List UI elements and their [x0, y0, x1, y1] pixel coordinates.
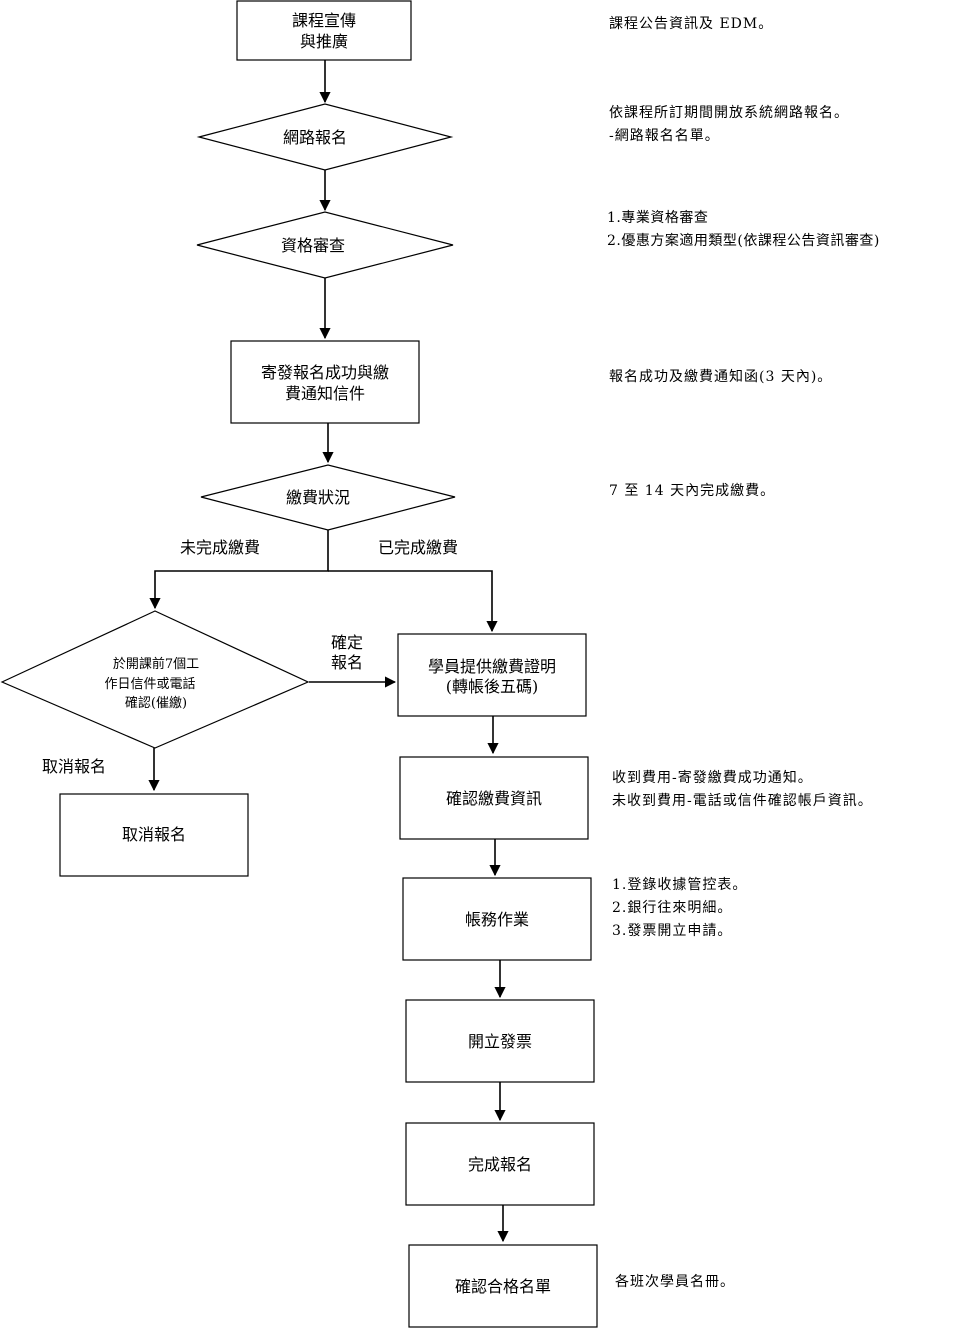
node-accounting: 帳務作業 — [402, 877, 592, 961]
node-qualify-label: 資格審查 — [281, 236, 345, 255]
note-pay-status-line-1: 7 至 14 天內完成繳費。 — [609, 483, 776, 499]
note-pay-status: 7 至 14 天內完成繳費。 — [609, 480, 775, 503]
node-remind-line-2: 作日信件或電話 — [104, 676, 195, 692]
note-confirm-pay-line-1: 收到費用-寄發繳費成功通知。 — [612, 770, 813, 786]
node-promo-line-2: 與推廣 — [300, 32, 348, 51]
node-proof-line-1: 學員提供繳費證明 — [428, 657, 556, 676]
note-accounting-line-1: 1.登錄收據管控表。 — [612, 877, 748, 893]
note-send-notice: 報名成功及繳費通知函(3 天內)。 — [609, 366, 832, 389]
note-promo-line-1: 課程公告資訊及 EDM。 — [609, 16, 774, 32]
node-pay-status-label: 繳費狀況 — [286, 488, 350, 507]
node-invoice-label: 開立發票 — [468, 1032, 532, 1051]
edge-pay-status-to-proof — [328, 570, 498, 633]
node-qualified-list-label: 確認合格名單 — [455, 1277, 551, 1296]
note-qualified-list-line-1: 各班次學員名冊。 — [615, 1274, 735, 1290]
edge-pay-status-to-remind — [149, 530, 329, 610]
node-proof-line-2: (轉帳後五碼) — [446, 677, 539, 696]
note-qualified-list: 各班次學員名冊。 — [615, 1271, 735, 1294]
note-qualify-line-2: 2.優惠方案適用類型(依課程公告資訊審查) — [607, 233, 880, 249]
node-confirm-pay-label: 確認繳費資訊 — [446, 789, 542, 808]
node-promo-line-1: 課程宣傳 — [292, 11, 356, 30]
edge-labels: 未完成繳費 已完成繳費 確定 報名 取消報名 — [42, 538, 458, 776]
node-accounting-label: 帳務作業 — [465, 910, 529, 929]
node-online-reg: 網路報名 — [196, 103, 454, 171]
node-cancel: 取消報名 — [59, 793, 249, 877]
note-accounting-line-2: 2.銀行往來明細。 — [612, 900, 733, 916]
edge-label-cancel-reg: 取消報名 — [42, 757, 106, 776]
note-accounting: 1.登錄收據管控表。 2.銀行往來明細。 3.發票開立申請。 — [612, 874, 747, 943]
node-remind: 於開課前7個工 作日信件或電話 確認(催繳) — [0, 610, 310, 749]
node-invoice: 開立發票 — [405, 999, 595, 1083]
node-confirm-pay: 確認繳費資訊 — [399, 756, 589, 840]
node-online-reg-label: 網路報名 — [283, 128, 347, 147]
note-accounting-line-3: 3.發票開立申請。 — [612, 923, 733, 939]
node-qualified-list: 確認合格名單 — [408, 1244, 598, 1328]
node-pay-status: 繳費狀況 — [200, 464, 456, 531]
edge-label-unpaid: 未完成繳費 — [180, 538, 260, 557]
node-remind-line-3: 確認(催繳) — [125, 695, 187, 711]
note-send-notice-line-1: 報名成功及繳費通知函(3 天內)。 — [609, 369, 833, 385]
node-send-notice-line-2: 費通知信件 — [285, 384, 365, 403]
edge-label-confirm-reg-line-2: 報名 — [331, 653, 363, 672]
node-qualify: 資格審查 — [196, 211, 454, 279]
note-qualify: 1.專業資格審查 2.優惠方案適用類型(依課程公告資訊審查) — [607, 207, 880, 253]
node-send-notice: 寄發報名成功與繳 費通知信件 — [230, 340, 420, 424]
node-remind-line-1: 於開課前7個工 — [113, 656, 199, 672]
node-cancel-label: 取消報名 — [122, 825, 186, 844]
note-confirm-pay-line-2: 未收到費用-電話或信件確認帳戶資訊。 — [612, 793, 873, 809]
node-promo: 課程宣傳 與推廣 — [236, 0, 412, 61]
connectors — [148, 60, 509, 1243]
node-complete-label: 完成報名 — [468, 1155, 532, 1174]
note-qualify-line-1: 1.專業資格審查 — [607, 210, 709, 226]
edge-label-paid: 已完成繳費 — [378, 538, 458, 557]
note-online-reg: 依課程所訂期間開放系統網路報名。 -網路報名名單。 — [609, 102, 849, 148]
note-promo: 課程公告資訊及 EDM。 — [609, 13, 773, 36]
note-online-reg-line-2: -網路報名名單。 — [609, 128, 720, 144]
node-proof: 學員提供繳費證明 (轉帳後五碼) — [397, 633, 587, 717]
note-online-reg-line-1: 依課程所訂期間開放系統網路報名。 — [609, 105, 849, 121]
node-complete: 完成報名 — [405, 1122, 595, 1206]
note-confirm-pay: 收到費用-寄發繳費成功通知。 未收到費用-電話或信件確認帳戶資訊。 — [612, 767, 873, 813]
node-send-notice-line-1: 寄發報名成功與繳 — [261, 363, 389, 382]
edge-label-confirm-reg-line-1: 確定 — [331, 633, 363, 652]
